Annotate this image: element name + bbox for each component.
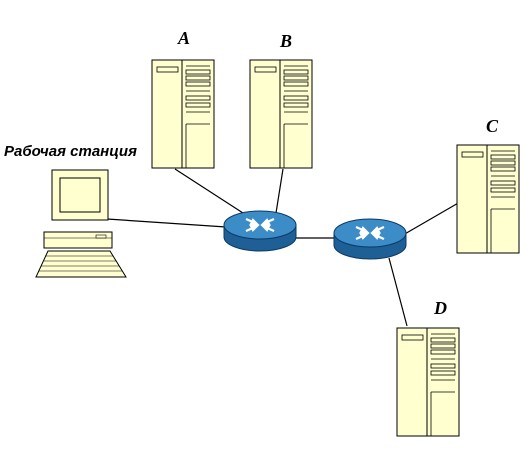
- link-b-router1: [275, 168, 284, 214]
- server-b-icon[interactable]: [249, 59, 313, 169]
- link-workstation-router1: [106, 218, 227, 228]
- connections: [106, 168, 461, 327]
- server-b-label: B: [280, 31, 293, 51]
- link-router2-c: [402, 201, 461, 236]
- server-a-icon[interactable]: [151, 59, 215, 169]
- workstation-icon[interactable]: [35, 169, 127, 278]
- server-a-label: A: [178, 28, 191, 48]
- link-router2-d: [388, 257, 408, 327]
- server-d-label: D: [434, 298, 447, 318]
- server-d-icon[interactable]: [396, 327, 460, 437]
- router-2-icon[interactable]: [332, 217, 408, 261]
- link-a-router1: [174, 168, 244, 214]
- router-1-icon[interactable]: [222, 209, 298, 253]
- server-c-icon[interactable]: [456, 144, 520, 254]
- server-c-label: C: [486, 116, 499, 136]
- workstation-label: Рабочая станция: [4, 143, 137, 160]
